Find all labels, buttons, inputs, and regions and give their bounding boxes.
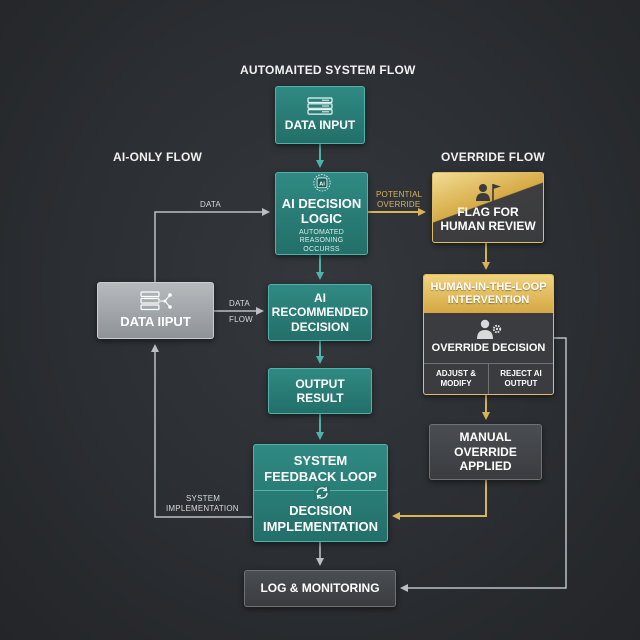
adjust-line1: ADJUST & (435, 369, 476, 379)
edge-label-data-top: DATA (200, 200, 221, 209)
output-line1: OUTPUT (295, 376, 345, 391)
node-flag-human-review[interactable]: FLAG FOR HUMAN REVIEW (432, 172, 544, 243)
ai-decision-sub2: OCCURSS (303, 245, 340, 253)
ai-icon-text: AI (319, 181, 325, 187)
implementation-line1: DECISION (289, 503, 352, 519)
arrow-hitl-to-log (400, 337, 567, 592)
hitl-line1: HUMAN-IN-THE-LOOP (430, 280, 547, 293)
data-input-label: DATA INPUT (284, 118, 356, 133)
manual-line1: MANUAL (459, 430, 512, 445)
node-data-input[interactable]: DATA INPUT (275, 86, 365, 144)
option-reject-ai-output[interactable]: REJECT AI OUTPUT (489, 364, 553, 394)
hitl-line2: INTERVENTION (447, 294, 530, 306)
arrow-manual-to-implementation (392, 480, 487, 520)
node-ai-decision-logic[interactable]: AI AI DECISION LOGIC AUTOMATED REASONING… (275, 172, 368, 255)
flag-line1: FLAG FOR (457, 204, 519, 219)
server-icon (307, 97, 333, 115)
implementation-line2: IMPLEMENTATION (262, 518, 379, 534)
hitl-header: HUMAN-IN-THE-LOOP INTERVENTION (424, 275, 553, 313)
reject-line2: OUTPUT (504, 379, 538, 388)
node-hitl-intervention[interactable]: HUMAN-IN-THE-LOOP INTERVENTION OVERRIDE … (423, 274, 554, 395)
feedback-line1: SYSTEM (293, 453, 348, 468)
node-data-iiput[interactable]: DATA IIPUT (97, 282, 214, 339)
node-ai-recommended-decision[interactable]: AI RECOMMENDED DECISION (268, 284, 372, 341)
edge-label-system: SYSTEM (186, 494, 221, 503)
node-log-monitoring[interactable]: LOG & MONITORING (244, 570, 396, 607)
data-iiput-label: DATA IIPUT (120, 314, 191, 330)
title-ai-only-flow: AI-ONLY FLOW (113, 150, 203, 164)
manual-line3: APPLIED (459, 459, 512, 474)
flag-line2: HUMAN REVIEW (440, 219, 536, 233)
person-flag-icon (476, 183, 501, 201)
edge-label-implementation: IMPLEMENTATION (166, 504, 239, 513)
person-gear-icon (476, 319, 501, 339)
manual-line2: OVERRIDE (454, 444, 517, 459)
edge-label-flow-mid: FLOW (229, 315, 253, 324)
node-system-feedback[interactable]: SYSTEM FEEDBACK LOOP DECISION IMPLEMENTA… (253, 444, 388, 542)
option-adjust-modify[interactable]: ADJUST & MODIFY (424, 364, 489, 394)
ai-decision-line1: AI DECISION (281, 195, 362, 211)
override-decision-label: OVERRIDE DECISION (431, 342, 546, 354)
ai-recommended-line1: AI (314, 290, 326, 305)
ai-decision-sub1: AUTOMATED REASONING (298, 228, 345, 245)
hitl-body: OVERRIDE DECISION (424, 313, 553, 354)
ai-recommended-line2: RECOMMENDED (271, 305, 369, 320)
title-override-flow: OVERRIDE FLOW (441, 150, 545, 164)
title-automated-flow: AUTOMAITED SYSTEM FLOW (240, 63, 416, 77)
edge-label-override: OVERRIDE (377, 200, 421, 209)
edge-label-potential: POTENTIAL (376, 190, 423, 199)
node-manual-override[interactable]: MANUAL OVERRIDE APPLIED (429, 424, 542, 480)
refresh-icon (314, 486, 330, 500)
ai-recommended-line3: DECISION (290, 319, 349, 334)
log-monitoring-label: LOG & MONITORING (260, 581, 380, 596)
hitl-options: ADJUST & MODIFY REJECT AI OUTPUT (424, 363, 553, 394)
edge-label-data-mid: DATA (229, 299, 250, 308)
arrow-feedback-to-datainput (151, 344, 252, 518)
arrow-datainput-to-logic (154, 208, 270, 282)
adjust-line2: MODIFY (440, 379, 472, 388)
feedback-line2: FEEDBACK LOOP (264, 468, 377, 484)
ai-decision-line2: LOGIC (300, 211, 343, 227)
server-network-icon (139, 291, 172, 311)
output-line2: RESULT (296, 391, 344, 405)
node-output-result[interactable]: OUTPUT RESULT (268, 368, 372, 414)
ai-chip-icon: AI (312, 174, 331, 192)
reject-line1: REJECT AI (500, 369, 542, 379)
